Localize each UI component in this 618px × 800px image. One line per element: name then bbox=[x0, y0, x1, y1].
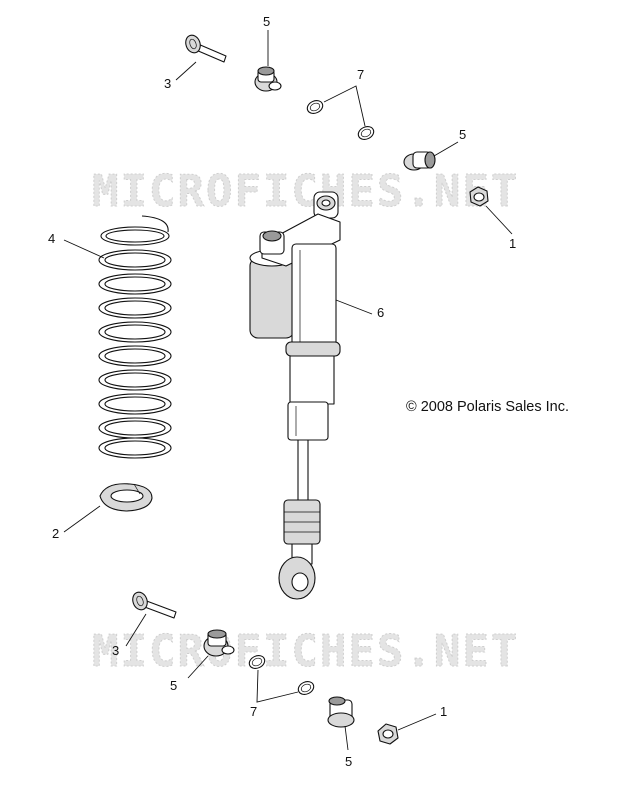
leader-nut-top bbox=[485, 205, 513, 235]
bolt-top bbox=[185, 34, 227, 63]
leader-spring bbox=[63, 239, 105, 259]
coil-spring bbox=[98, 215, 172, 459]
callout-bushing-bottom-left: 5 bbox=[170, 678, 177, 693]
callout-nut-top: 1 bbox=[509, 236, 516, 251]
leader-bushing-right bbox=[433, 141, 459, 157]
watermark-bottom: MICROFICHES.NET bbox=[92, 626, 519, 677]
leader-washer-top bbox=[323, 85, 366, 127]
nut-top bbox=[469, 186, 489, 207]
callout-washer-top: 7 bbox=[357, 67, 364, 82]
spring-retainer bbox=[99, 483, 153, 512]
callout-shock: 6 bbox=[377, 305, 384, 320]
bushing-bottom bbox=[327, 696, 355, 728]
nut-bottom bbox=[377, 723, 399, 745]
washer-top-left bbox=[306, 100, 324, 114]
leader-bolt-bottom bbox=[125, 613, 147, 647]
leader-bolt-top bbox=[175, 61, 197, 81]
washer-bottom-left bbox=[248, 655, 266, 669]
leader-retainer bbox=[63, 505, 101, 533]
bolt-bottom bbox=[132, 591, 177, 619]
callout-bolt-bottom: 3 bbox=[112, 643, 119, 658]
callout-retainer: 2 bbox=[52, 526, 59, 541]
callout-nut-bottom: 1 bbox=[440, 704, 447, 719]
leader-bushing-bottom bbox=[344, 725, 349, 751]
leader-shock bbox=[335, 299, 373, 315]
bushing-bottom-left bbox=[203, 629, 235, 657]
callout-bushing-bottom: 5 bbox=[345, 754, 352, 769]
leader-nut-bottom bbox=[397, 713, 437, 731]
washer-bottom-right bbox=[297, 681, 315, 695]
callout-bushing-right: 5 bbox=[459, 127, 466, 142]
callout-washer-bottom: 7 bbox=[250, 704, 257, 719]
bushing-top bbox=[254, 66, 282, 92]
leader-washer-bottom bbox=[256, 669, 299, 703]
copyright-text: © 2008 Polaris Sales Inc. bbox=[406, 399, 569, 415]
watermark-top: MICROFICHES.NET bbox=[92, 166, 519, 217]
bushing-right bbox=[403, 151, 436, 171]
callout-spring: 4 bbox=[48, 231, 55, 246]
leader-bushing-bottom-left bbox=[187, 655, 209, 679]
washer-top-right bbox=[357, 126, 375, 140]
callout-bolt-top: 3 bbox=[164, 76, 171, 91]
callout-bushing-top: 5 bbox=[263, 14, 270, 29]
shock-absorber bbox=[249, 191, 341, 600]
